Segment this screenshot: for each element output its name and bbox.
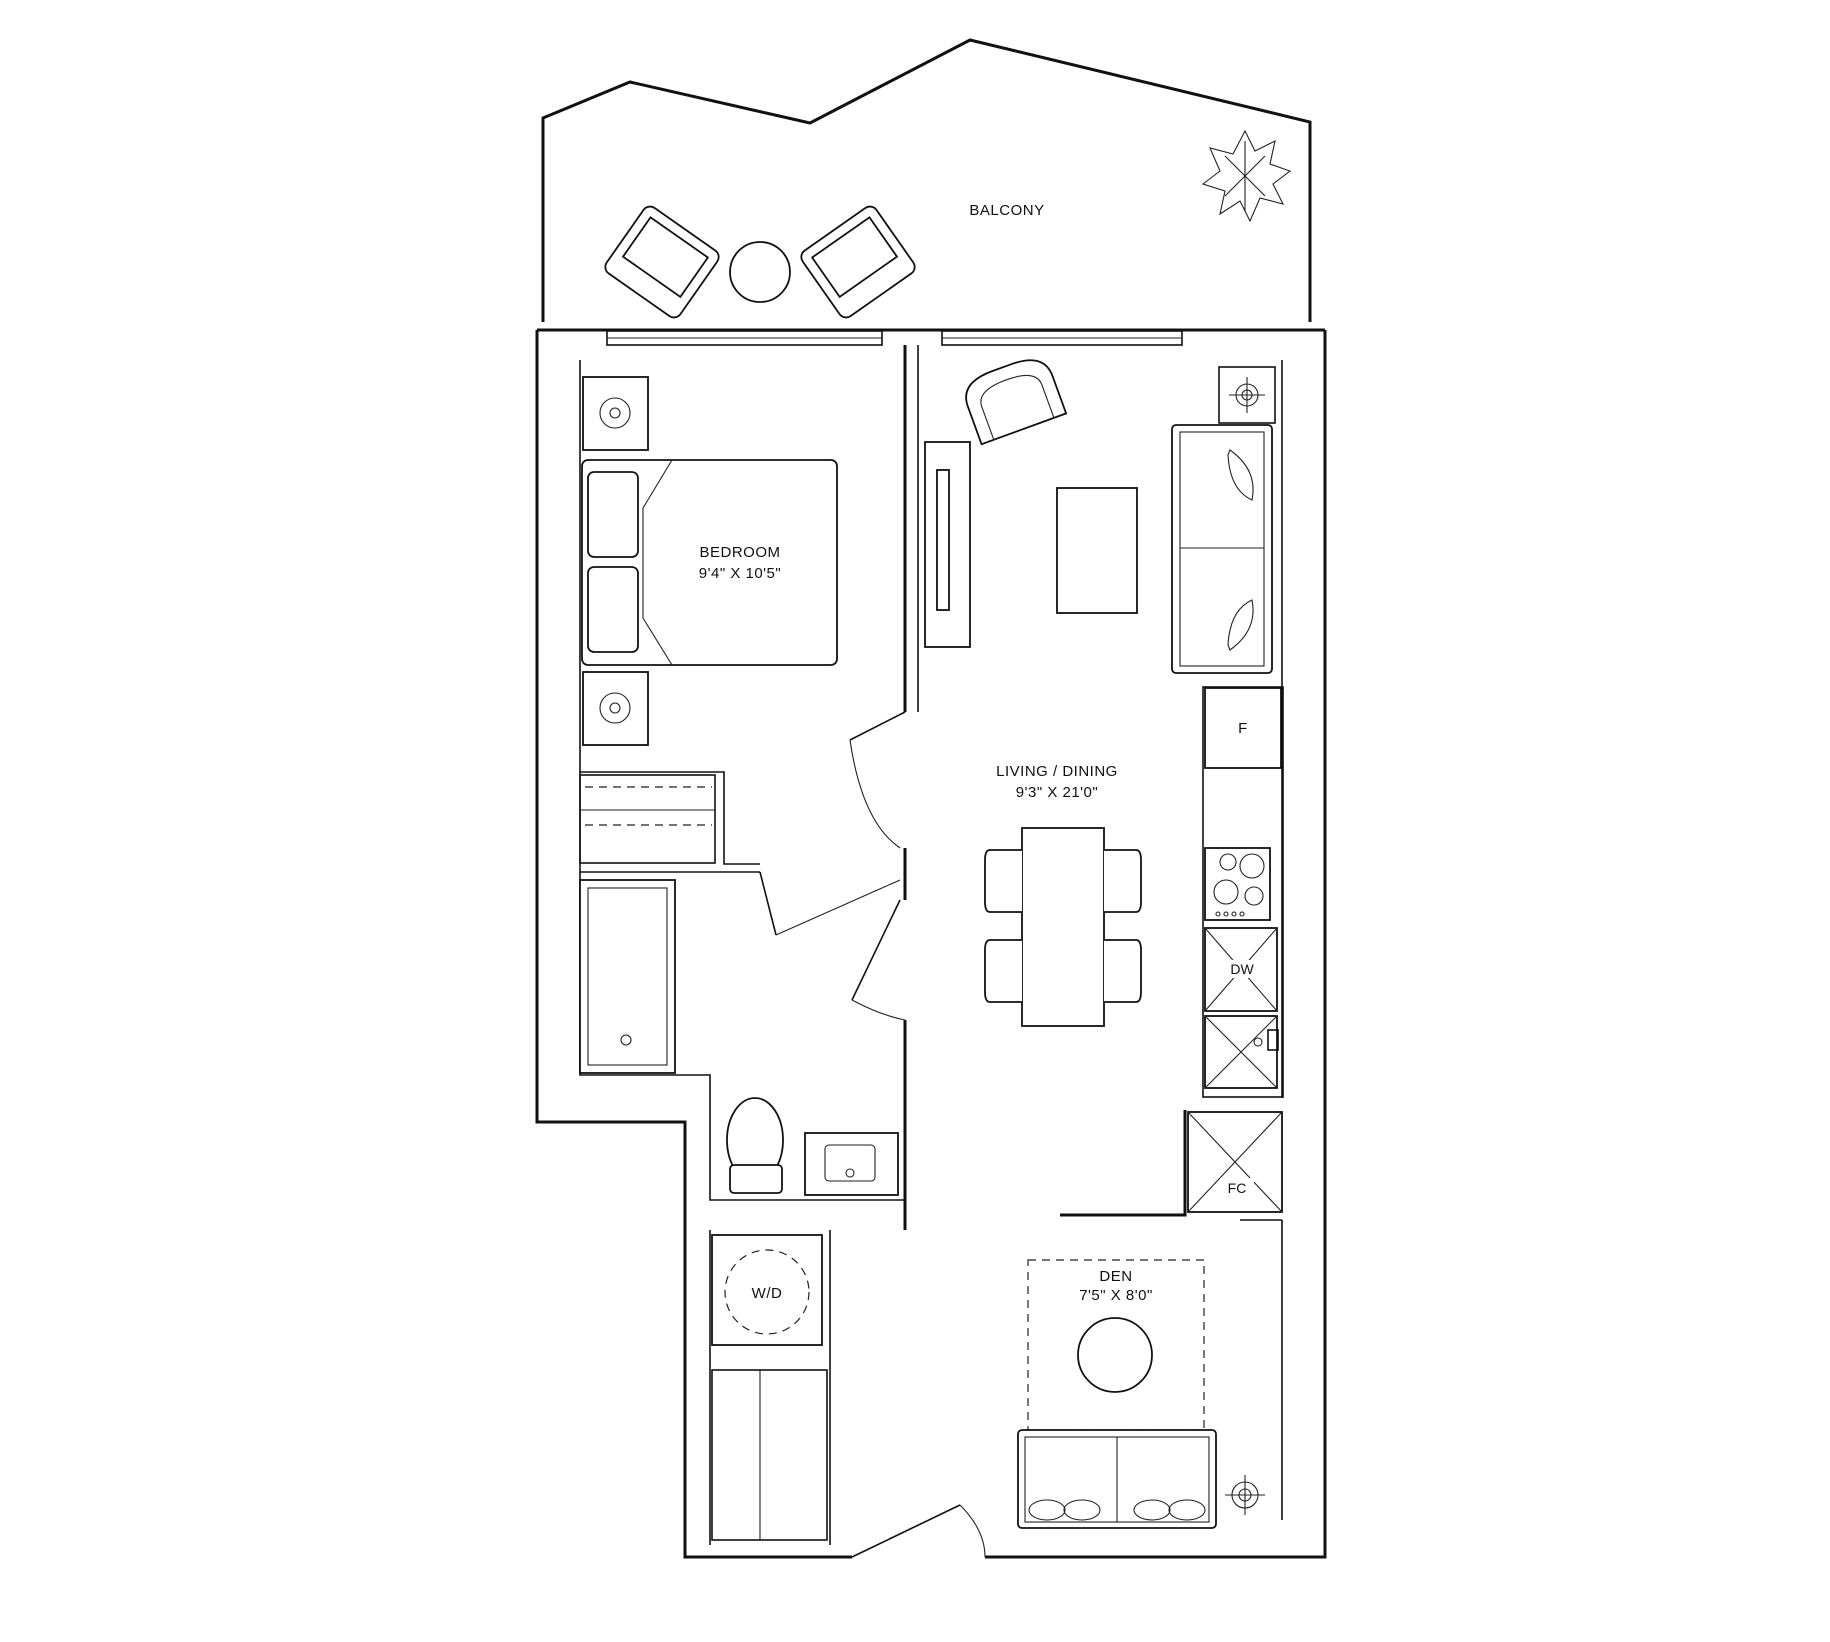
- fridge-label: F: [1238, 720, 1248, 737]
- den-table: [1077, 1317, 1153, 1393]
- ceiling-light-icon: [1218, 366, 1276, 424]
- balcony-chair-left: [604, 205, 720, 319]
- kitchen-counter: [1202, 686, 1284, 1098]
- front-closet: FC: [1187, 1111, 1283, 1213]
- dining-chairs: [984, 849, 1142, 1003]
- den-label: DEN: [1099, 1268, 1132, 1285]
- bedroom-label: BEDROOM: [699, 544, 780, 561]
- interior-walls: [580, 345, 1282, 1545]
- dishwasher-label: DW: [1230, 961, 1254, 977]
- laundry: W/D: [711, 1234, 828, 1541]
- nightstand-bottom: [582, 671, 649, 746]
- closet-label: FC: [1228, 1180, 1247, 1196]
- tree-icon: [1201, 129, 1292, 223]
- laundry-label: W/D: [752, 1285, 783, 1302]
- balcony-table: [729, 241, 791, 303]
- pillow-top: [587, 471, 639, 558]
- balcony-label: BALCONY: [969, 202, 1044, 219]
- den: DEN 7'5" X 8'0": [1017, 1259, 1265, 1529]
- living-size: 9'3" X 21'0": [1016, 784, 1098, 801]
- dining-table: [1021, 827, 1105, 1027]
- balcony: BALCONY: [541, 38, 1312, 322]
- bathroom: [579, 879, 899, 1196]
- bedroom-size: 9'4" X 10'5": [699, 565, 781, 582]
- sofa: [1171, 424, 1273, 674]
- living-label: LIVING / DINING: [996, 763, 1118, 780]
- ceiling-light-icon: [1225, 1475, 1265, 1515]
- toilet: [726, 1097, 784, 1194]
- bedroom-closet: [579, 774, 716, 864]
- bed: [581, 459, 838, 666]
- pillow-bottom: [587, 566, 639, 653]
- bathtub: [579, 879, 676, 1074]
- doors: [759, 711, 986, 1558]
- vanity-sink: [804, 1132, 899, 1196]
- bedroom: BEDROOM 9'4" X 10'5": [579, 376, 838, 864]
- balcony-outline: [541, 38, 1312, 322]
- den-size: 7'5" X 8'0": [1079, 1287, 1153, 1304]
- coffee-table: [1056, 487, 1138, 614]
- fridge: [1204, 687, 1282, 769]
- windows: [537, 328, 1325, 346]
- living-dining: LIVING / DINING 9'3" X 21'0": [924, 359, 1276, 1027]
- washer-dryer: [711, 1234, 823, 1346]
- armchair: [965, 359, 1068, 446]
- storage-closet: [711, 1369, 828, 1541]
- den-sofa: [1017, 1429, 1217, 1529]
- nightstand-top: [582, 376, 649, 451]
- tv: [936, 469, 950, 611]
- balcony-chair-right: [800, 205, 916, 319]
- cooktop: [1204, 847, 1271, 921]
- kitchen: F DW: [1202, 686, 1284, 1098]
